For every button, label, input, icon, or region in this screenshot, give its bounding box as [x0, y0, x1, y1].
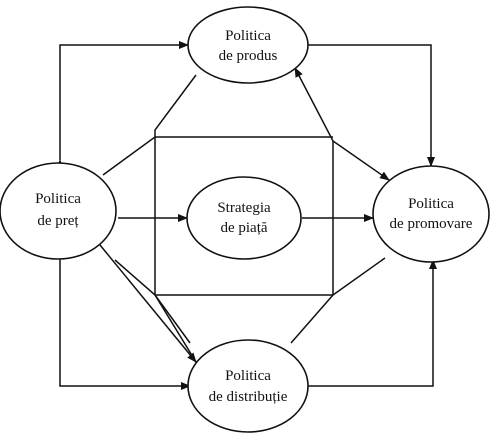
node-politica-produs: Politica de produs	[187, 6, 309, 84]
node-politica-pret: Politica de preț	[0, 162, 117, 260]
edge-promovare-produs	[294, 67, 334, 142]
node-distributie-line1: Politica	[225, 368, 271, 384]
edge-pret-promovare-upper	[332, 140, 390, 181]
edge-produs-promovare	[298, 41, 435, 167]
edge-pret-distributie-diagonal	[99, 244, 197, 363]
edge-pret-distributie-bracket	[59, 255, 191, 390]
node-produs-line1: Politica	[225, 28, 271, 44]
node-promovare-line1: Politica	[408, 196, 454, 212]
node-strategia-line2: de piață	[220, 220, 267, 236]
node-strategia-piata: Strategia de piață	[186, 176, 302, 260]
node-pret-line1: Politica	[35, 191, 81, 207]
central-octagon	[102, 74, 386, 344]
node-distributie-line2: de distribuție	[209, 389, 288, 405]
node-strategia-line1: Strategia	[217, 200, 271, 216]
node-politica-promovare: Politica de promovare	[372, 165, 490, 263]
node-politica-distributie: Politica de distribuție	[187, 339, 309, 433]
connectors	[56, 41, 437, 390]
edge-octagon-distributie	[154, 294, 197, 363]
edge-distributie-promovare	[298, 259, 437, 390]
node-produs-line2: de produs	[219, 48, 278, 64]
node-pret-line2: de preț	[37, 213, 79, 229]
node-promovare-line2: de promovare	[390, 216, 473, 232]
edge-pret-produs	[56, 41, 189, 169]
